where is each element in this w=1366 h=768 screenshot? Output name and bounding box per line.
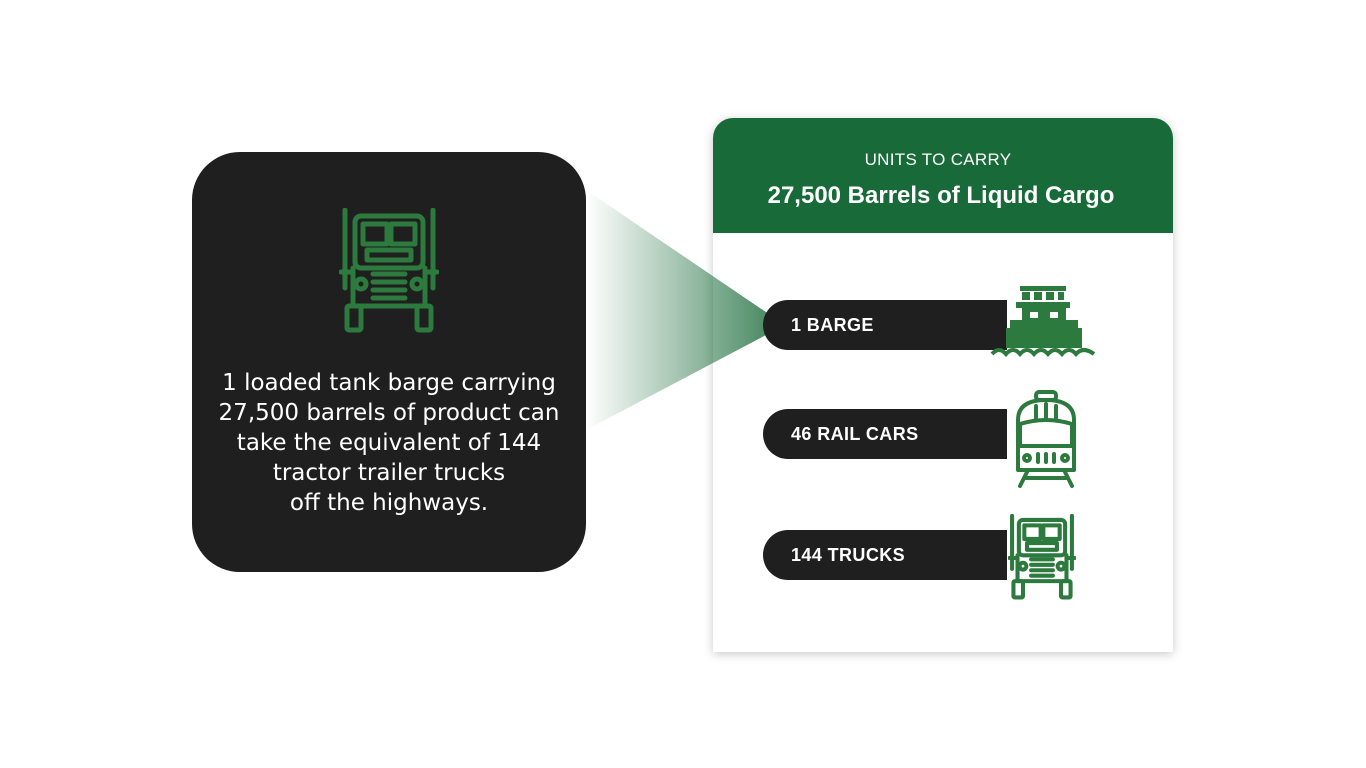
truck-front-icon — [339, 208, 439, 333]
callout-line: 1 loaded tank barge carrying — [222, 370, 556, 396]
unit-label: 46 RAIL CARS — [791, 424, 919, 444]
callout-line: tractor trailer trucks — [272, 460, 506, 486]
callout-line: off the highways. — [289, 490, 489, 516]
unit-row-trucks: 144 TRUCKS — [763, 530, 1007, 580]
barge-icon — [990, 286, 1096, 358]
truck-front-icon — [1008, 514, 1076, 600]
callout-line: 27,500 barrels of product can — [218, 400, 560, 426]
train-front-icon — [1016, 390, 1076, 488]
callout-box — [192, 152, 586, 572]
unit-row-barge: 1 BARGE — [763, 300, 1007, 350]
unit-row-rail-cars: 46 RAIL CARS — [763, 409, 1007, 459]
unit-label: 144 TRUCKS — [791, 545, 906, 565]
callout-text: 1 loaded tank barge carrying 27,500 barr… — [192, 368, 586, 518]
unit-label: 1 BARGE — [791, 315, 874, 335]
callout-line: take the equivalent of 144 — [236, 430, 542, 456]
card-kicker: UNITS TO CARRY — [864, 150, 1012, 169]
units-card: UNITS TO CARRY 27,500 Barrels of Liquid … — [713, 118, 1173, 652]
card-header: UNITS TO CARRY 27,500 Barrels of Liquid … — [713, 118, 1173, 233]
card-title: 27,500 Barrels of Liquid Cargo — [767, 182, 1115, 209]
